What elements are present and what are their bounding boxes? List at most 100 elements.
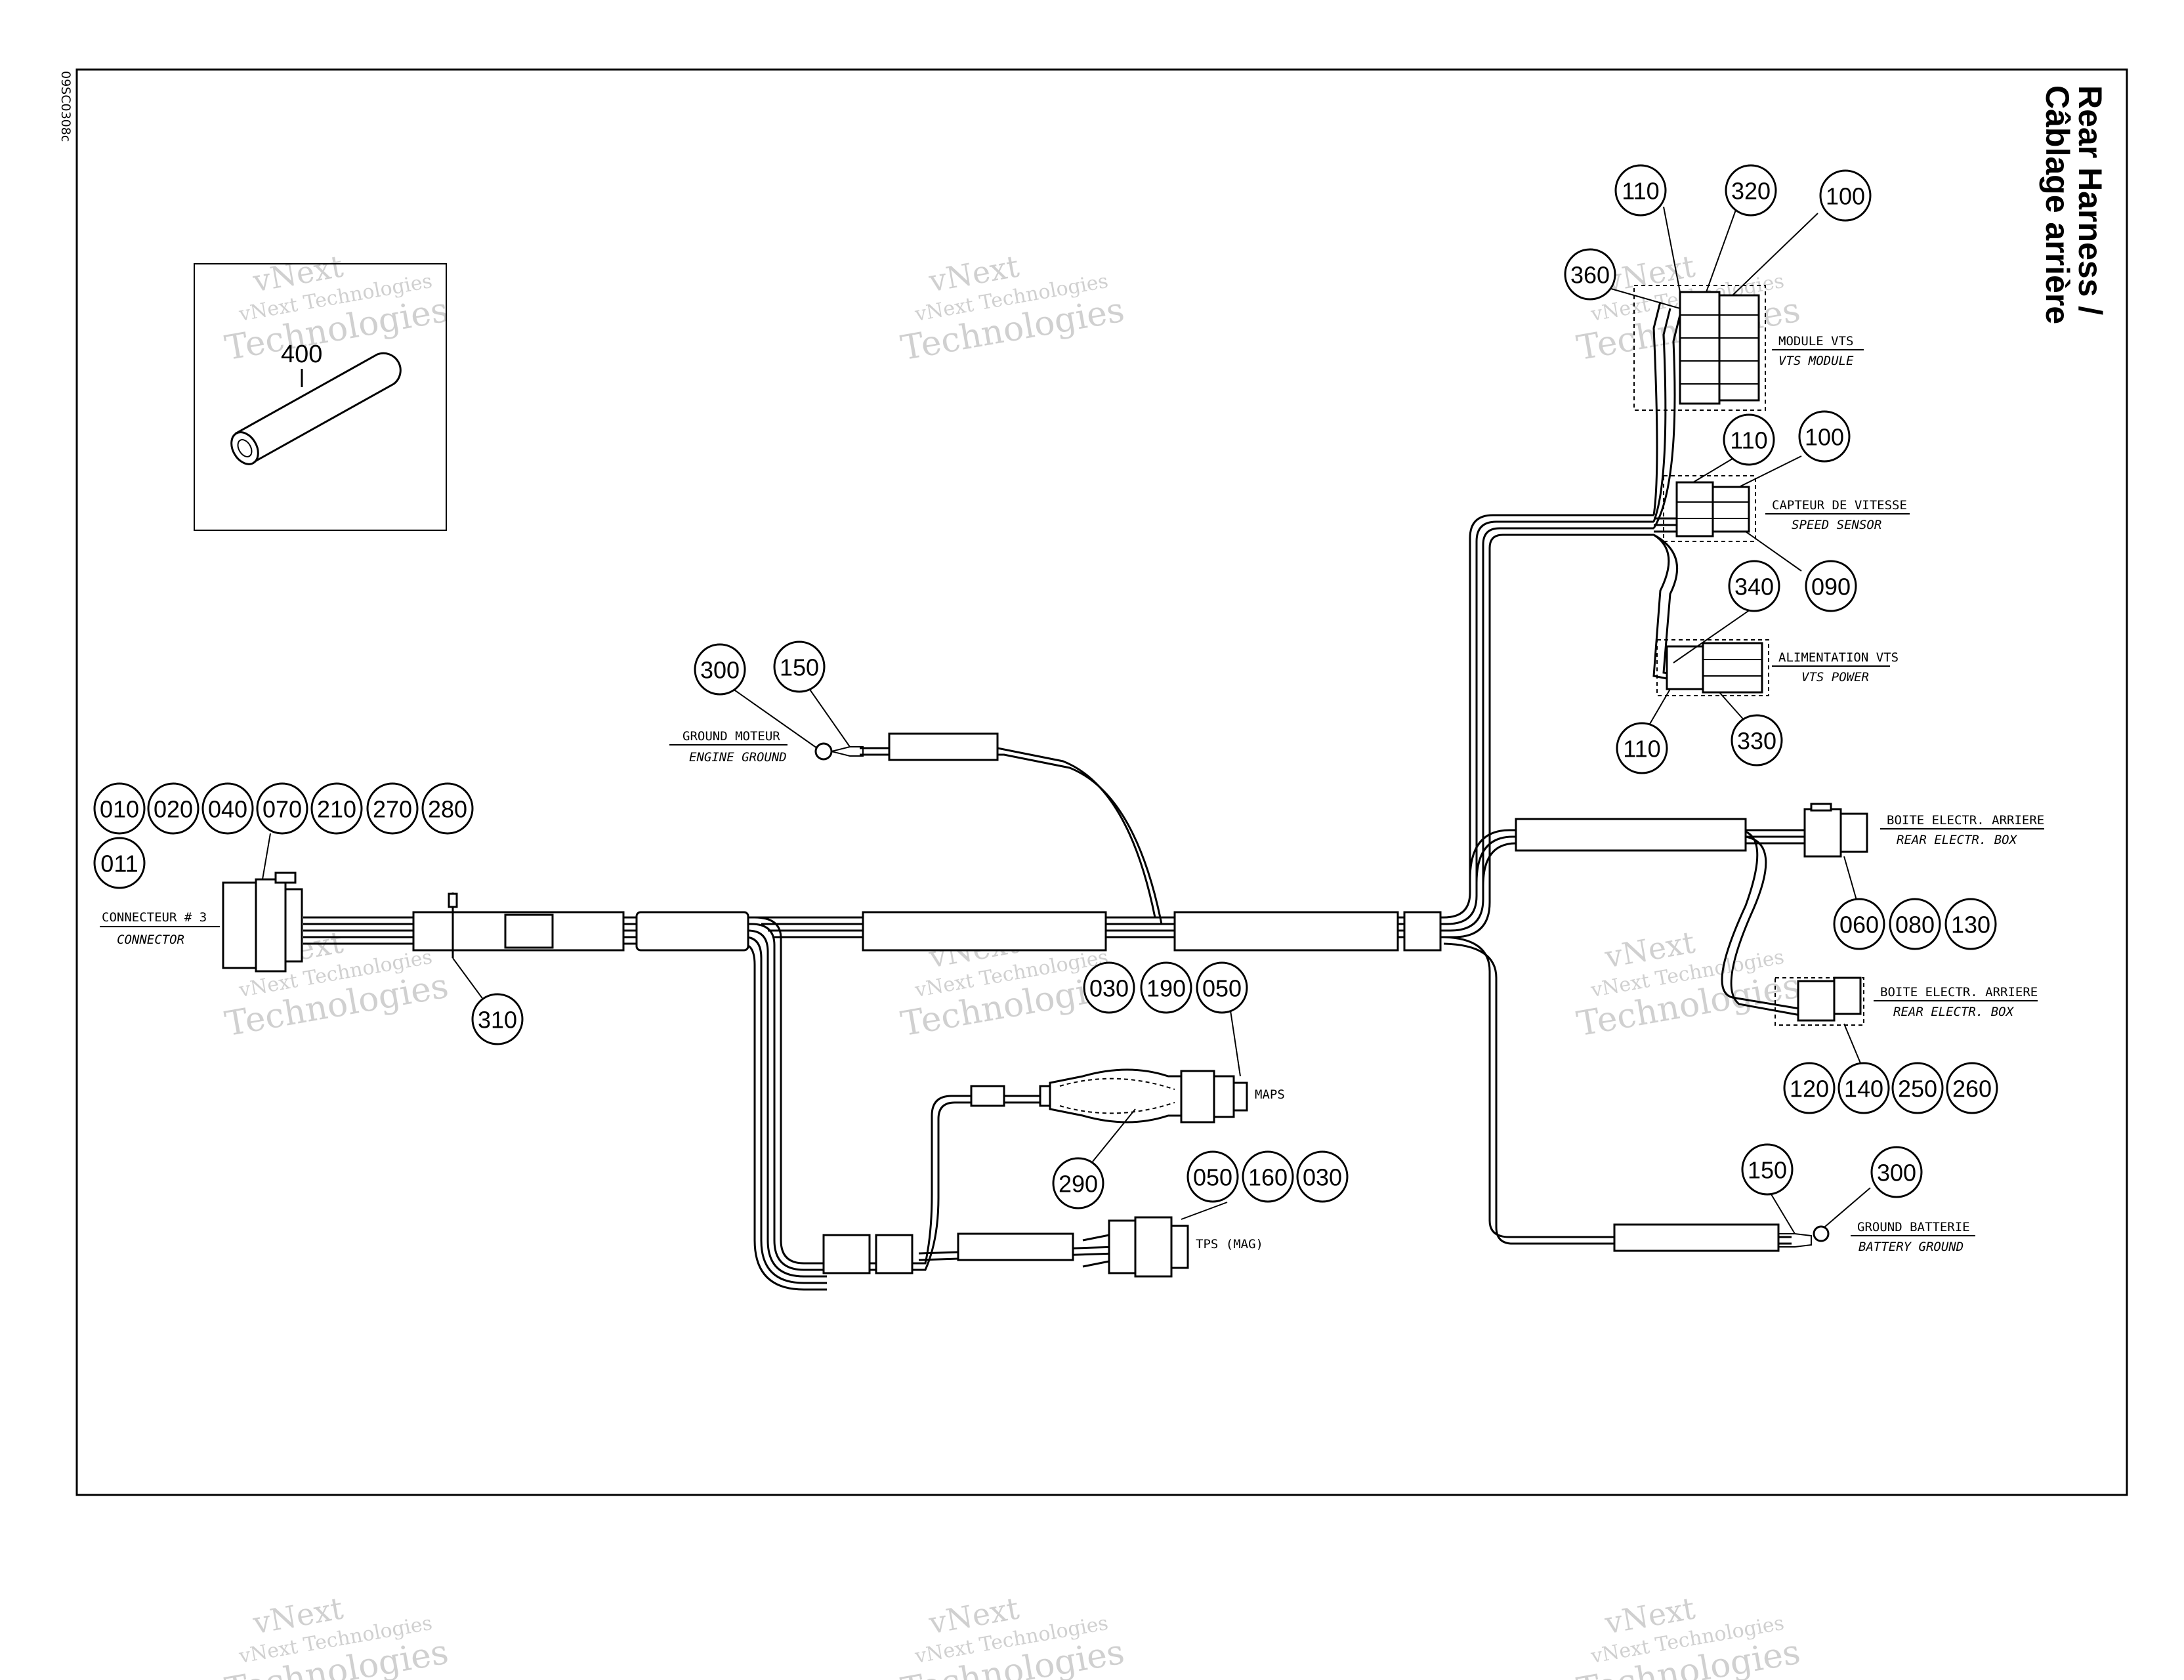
callout-130[interactable]: 130 [1944,898,1997,950]
svg-text:110: 110 [1622,178,1659,205]
callout-011[interactable]: 011 [93,837,146,889]
svg-text:090: 090 [1811,574,1851,600]
callout-250[interactable]: 250 [1891,1062,1944,1114]
label-vts-module: MODULE VTS VTS MODULE [1772,334,1864,368]
callout-050[interactable]: 050 [1186,1150,1239,1203]
callout-100[interactable]: 100 [1798,410,1851,463]
callout-120[interactable]: 120 [1783,1062,1836,1114]
svg-text:130: 130 [1951,912,1990,938]
drawing-frame [75,68,2128,1496]
svg-text:GROUND BATTERIE: GROUND BATTERIE [1857,1220,1970,1234]
callout-140[interactable]: 140 [1838,1062,1890,1114]
callout-310[interactable]: 310 [471,993,524,1045]
svg-text:160: 160 [1248,1164,1288,1191]
engine-ground-terminal [814,742,864,761]
svg-text:100: 100 [1805,424,1844,451]
callout-160[interactable]: 160 [1242,1150,1294,1203]
callout-100[interactable]: 100 [1819,169,1872,222]
svg-text:280: 280 [428,796,467,823]
speed-sensor-connector[interactable] [1663,475,1756,542]
callout-150[interactable]: 150 [1741,1143,1794,1196]
title-line-2: Câblage arrière [2039,85,2076,324]
connector-3[interactable] [222,872,303,973]
svg-text:190: 190 [1146,975,1186,1002]
callout-080[interactable]: 080 [1889,898,1941,950]
svg-text:120: 120 [1790,1076,1829,1102]
page-title: Rear Harness / Câblage arrière [2039,85,2109,324]
svg-text:BATTERY GROUND: BATTERY GROUND [1858,1240,1964,1254]
svg-text:310: 310 [478,1007,517,1034]
maps-connector[interactable] [1049,1068,1248,1124]
label-tps: TPS (MAG) [1196,1237,1263,1251]
svg-text:VTS POWER: VTS POWER [1801,670,1869,684]
callout-070[interactable]: 070 [256,782,308,835]
callout-010[interactable]: 010 [93,782,146,835]
cable-clip [448,892,458,958]
callout-110[interactable]: 110 [1614,164,1667,217]
svg-text:080: 080 [1895,912,1935,938]
callout-020[interactable]: 020 [147,782,200,835]
label-rear-electr-box-1: BOITE ELECTR. ARRIERE REAR ELECTR. BOX [1880,813,2044,847]
svg-text:030: 030 [1089,975,1129,1002]
callout-260[interactable]: 260 [1946,1062,1998,1114]
svg-text:210: 210 [317,796,356,823]
figure-code: 09SC0308c [58,71,73,142]
label-battery-ground: GROUND BATTERIE BATTERY GROUND [1851,1220,1975,1254]
callout-190[interactable]: 190 [1140,961,1192,1014]
callout-210[interactable]: 210 [310,782,363,835]
label-rear-electr-box-2: BOITE ELECTR. ARRIERE REAR ELECTR. BOX [1874,985,2038,1019]
vts-module-connector[interactable] [1633,285,1766,411]
callout-280[interactable]: 280 [421,782,474,835]
svg-text:040: 040 [208,796,247,823]
rear-electr-box-1-connector[interactable] [1803,803,1868,858]
svg-text:110: 110 [1623,736,1660,763]
sleeve-icon [230,352,402,465]
label-speed-sensor: CAPTEUR DE VITESSE SPEED SENSOR [1765,498,1910,532]
callout-340[interactable]: 340 [1728,560,1780,612]
tps-connector[interactable] [1108,1216,1189,1278]
svg-text:020: 020 [154,796,193,823]
svg-text:300: 300 [1877,1160,1916,1186]
callout-110[interactable]: 110 [1616,722,1668,774]
leader-lines [262,206,1871,1234]
callout-270[interactable]: 270 [366,782,419,835]
svg-text:010: 010 [100,796,139,823]
callout-050[interactable]: 050 [1196,961,1248,1014]
svg-text:CAPTEUR DE VITESSE: CAPTEUR DE VITESSE [1772,498,1907,513]
svg-text:320: 320 [1731,178,1771,205]
callout-040[interactable]: 040 [201,782,254,835]
label-maps: MAPS [1255,1087,1285,1102]
callout-360[interactable]: 360 [1564,248,1616,301]
svg-text:340: 340 [1734,574,1774,600]
svg-text:ENGINE GROUND: ENGINE GROUND [689,750,787,765]
callout-300[interactable]: 300 [1870,1146,1923,1198]
svg-text:060: 060 [1839,912,1879,938]
svg-text:030: 030 [1303,1164,1342,1191]
harness-wires [303,301,1812,1291]
callout-090[interactable]: 090 [1805,560,1857,612]
svg-text:070: 070 [262,796,302,823]
svg-text:330: 330 [1737,728,1776,755]
svg-text:050: 050 [1202,975,1242,1002]
callout-320[interactable]: 320 [1725,164,1777,217]
callout-150[interactable]: 150 [773,640,826,693]
svg-text:140: 140 [1844,1076,1883,1102]
kit-inset: 400 [194,263,447,531]
callout-030[interactable]: 030 [1083,961,1135,1014]
rear-electr-box-2-connector[interactable] [1774,976,1864,1026]
vts-power-connector[interactable] [1656,639,1769,696]
svg-text:SPEED SENSOR: SPEED SENSOR [1792,518,1881,532]
callout-060[interactable]: 060 [1833,898,1885,950]
callout-110[interactable]: 110 [1723,413,1775,466]
callout-300[interactable]: 300 [694,643,746,696]
svg-text:CONNECTEUR # 3: CONNECTEUR # 3 [102,910,207,925]
callout-290[interactable]: 290 [1052,1157,1104,1209]
callout-330[interactable]: 330 [1731,714,1783,766]
svg-text:360: 360 [1570,262,1610,289]
title-line-1: Rear Harness / [2072,85,2109,315]
svg-text:260: 260 [1952,1076,1992,1102]
callout-030[interactable]: 030 [1296,1150,1349,1203]
svg-text:MODULE VTS: MODULE VTS [1778,334,1853,348]
harness-sleeves [412,732,1780,1274]
